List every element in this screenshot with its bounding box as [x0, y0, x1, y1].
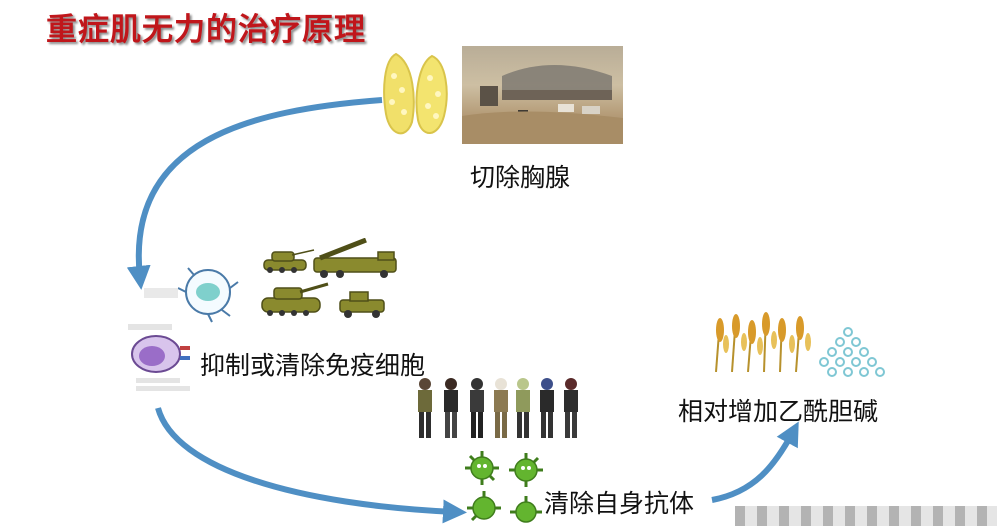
- thymus-icon: [383, 52, 448, 135]
- virus-icon: [465, 451, 543, 523]
- tank-icon: [261, 238, 397, 318]
- arrow-thymus-to-cells: [126, 97, 383, 290]
- page-title: 重症肌无力的治疗原理: [46, 12, 366, 48]
- label-immune-cells: 抑制或清除免疫细胞: [200, 351, 426, 380]
- label-thymectomy: 切除胸腺: [470, 163, 571, 192]
- arrow-antibodies-to-ach: [711, 421, 799, 503]
- immune-cell-icon: [128, 267, 239, 391]
- wheat-icon: [715, 312, 811, 372]
- molecule-dots-icon: [819, 327, 885, 377]
- watermark-strip: [735, 506, 997, 526]
- soldier-icon: [418, 378, 578, 438]
- label-clear-antibodies: 清除自身抗体: [544, 489, 695, 518]
- label-increase-ach: 相对增加乙酰胆碱: [678, 397, 879, 426]
- arrow-cells-to-antibodies: [155, 407, 467, 524]
- surgery-scene-photo: [462, 46, 623, 144]
